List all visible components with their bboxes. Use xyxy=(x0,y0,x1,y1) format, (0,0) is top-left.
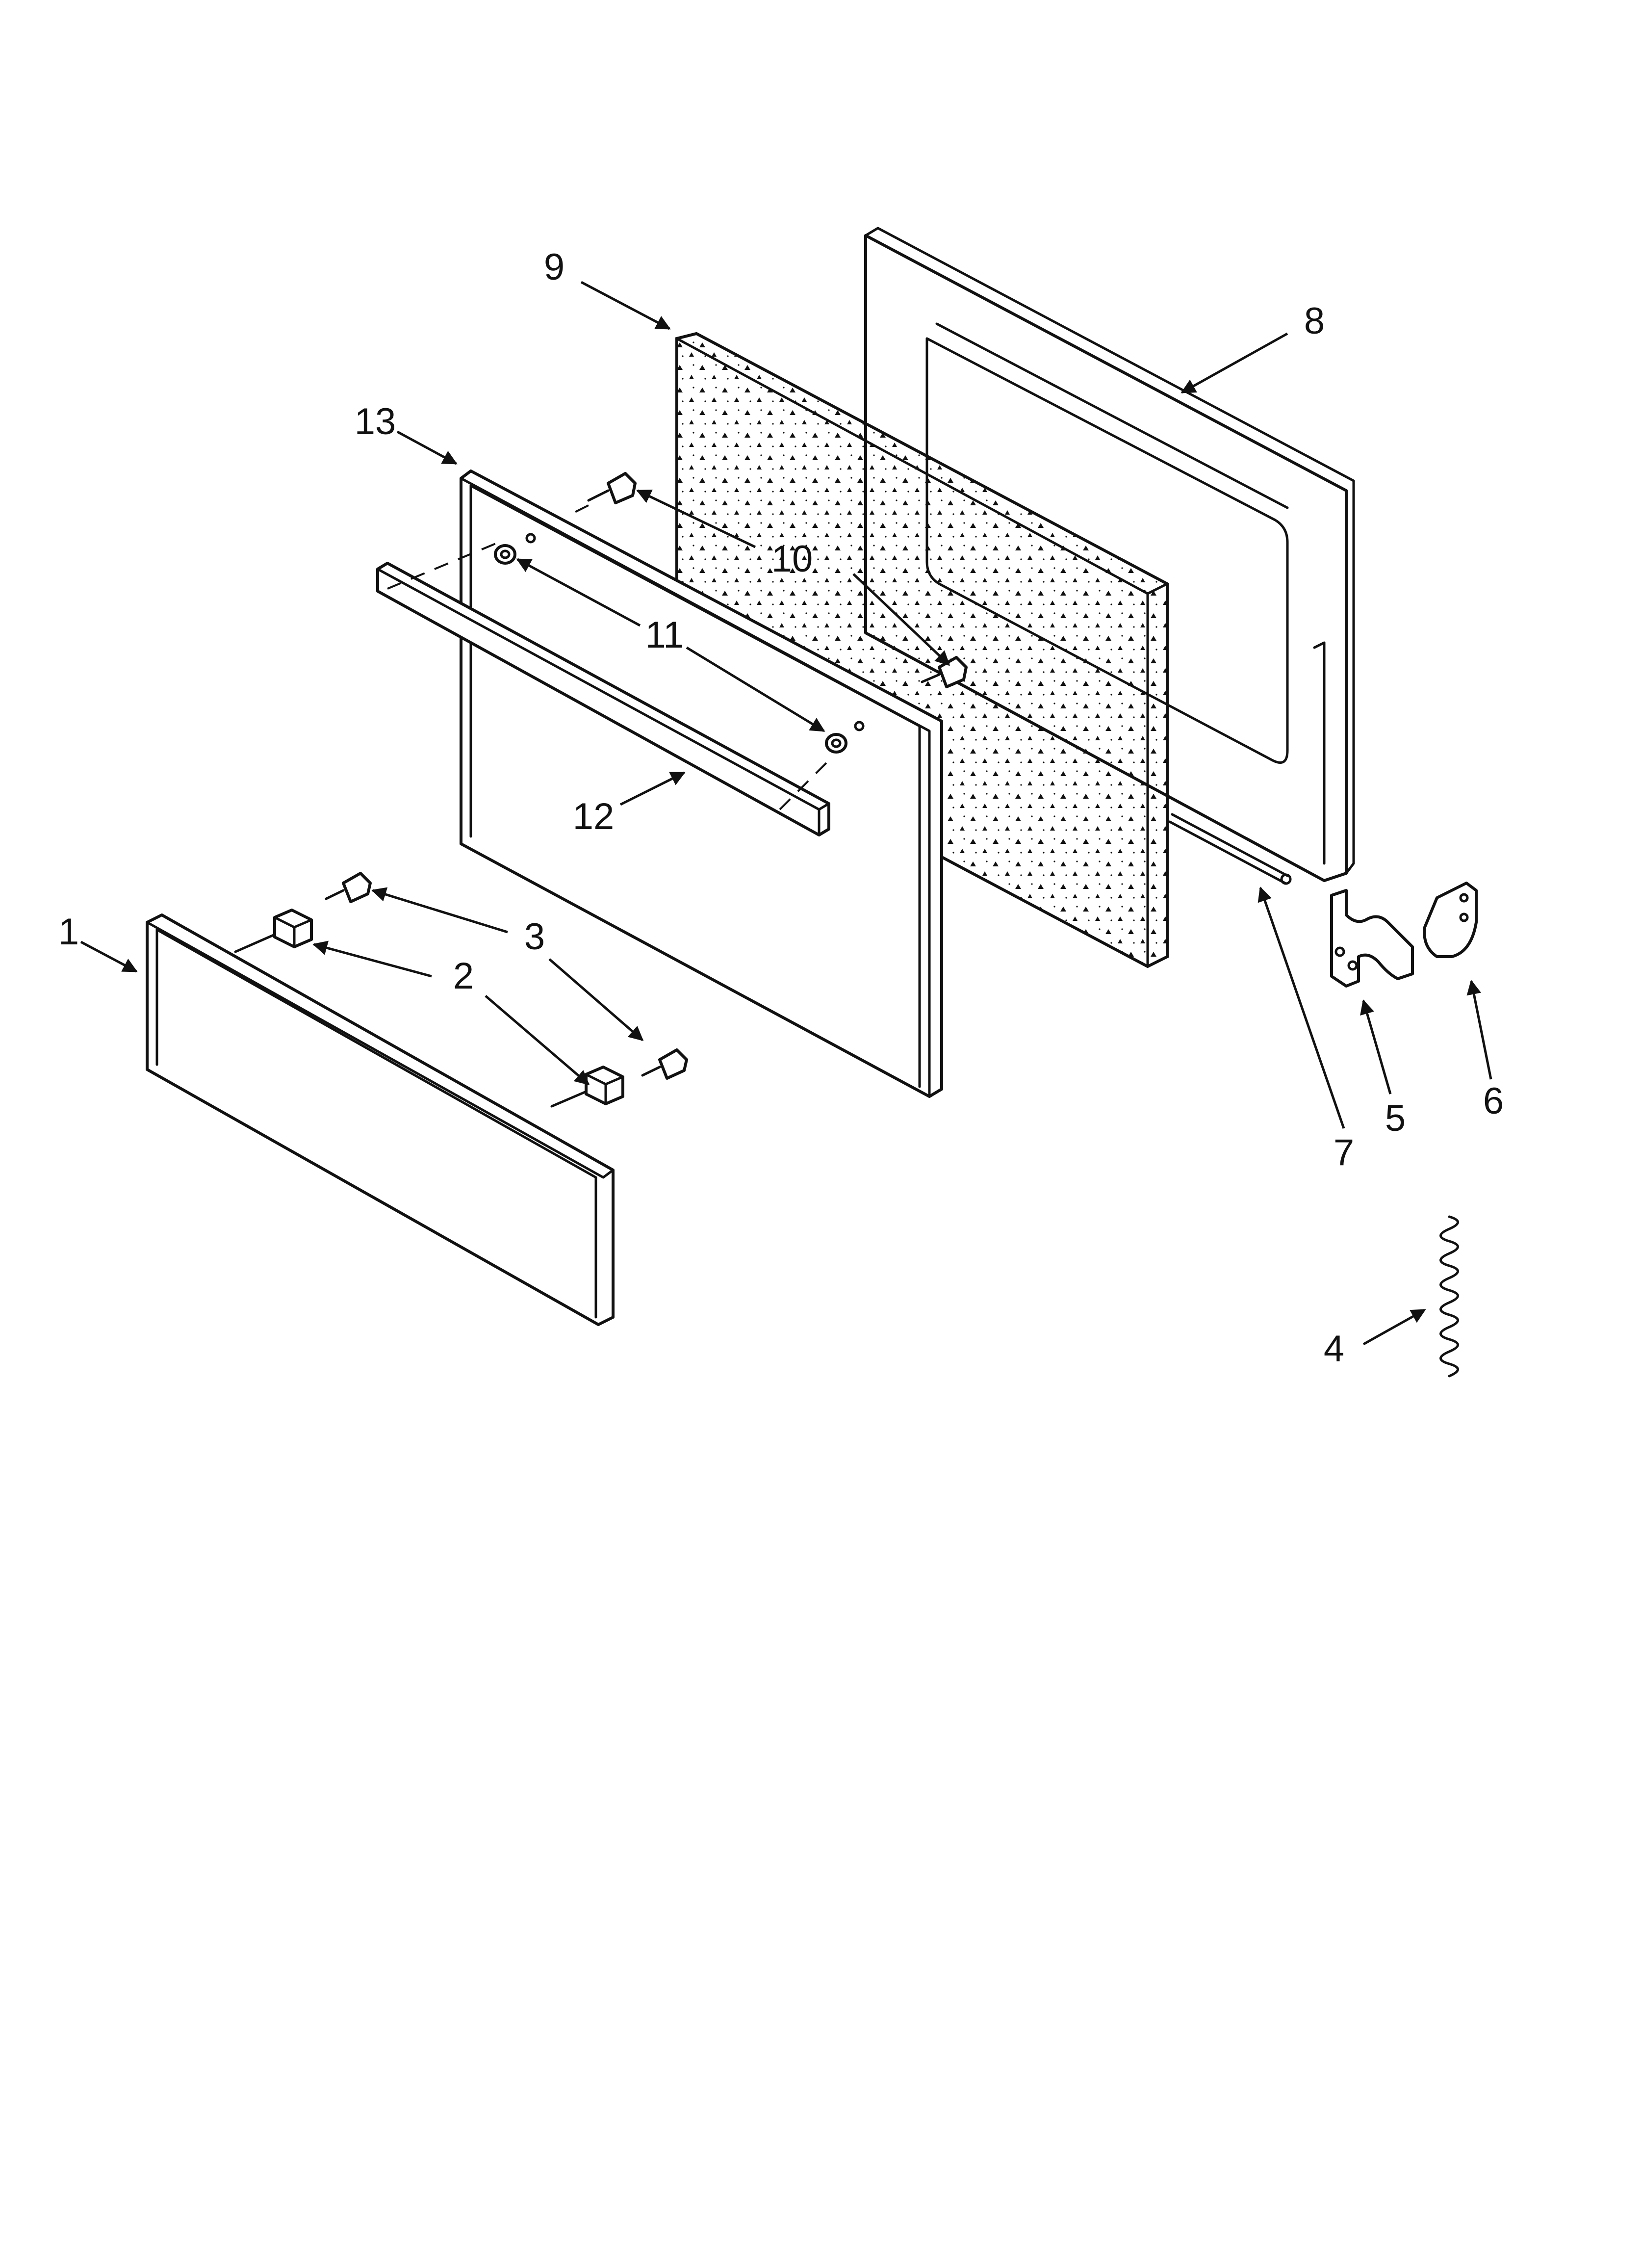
leader-lines xyxy=(80,281,1492,1346)
spacer-part-11 xyxy=(494,544,847,754)
spring-part-4 xyxy=(1439,1215,1459,1378)
callout-4: 4 xyxy=(1324,1328,1344,1370)
clip-part-2 xyxy=(234,909,624,1108)
door-panel-part-13 xyxy=(460,469,943,1098)
callout-7: 7 xyxy=(1334,1132,1354,1173)
callout-6: 6 xyxy=(1483,1080,1504,1122)
callout-13: 13 xyxy=(355,401,396,443)
callout-5: 5 xyxy=(1385,1097,1406,1139)
callout-labels: 1 2 3 4 5 6 7 8 9 10 11 12 13 xyxy=(58,246,1504,1370)
screw-part-3 xyxy=(325,872,688,1080)
callout-11: 11 xyxy=(645,614,684,656)
hinge-part-5 xyxy=(1330,889,1414,988)
rod-part-7 xyxy=(1168,813,1292,885)
callout-10: 10 xyxy=(771,538,813,580)
callout-9: 9 xyxy=(544,246,564,288)
callout-1: 1 xyxy=(58,911,79,953)
callout-3: 3 xyxy=(524,916,545,958)
receptacle-part-6 xyxy=(1423,882,1478,958)
drawer-panel-part-1 xyxy=(146,913,615,1326)
handle-bar-part-12 xyxy=(376,539,835,836)
callout-8: 8 xyxy=(1304,300,1325,342)
callout-2: 2 xyxy=(453,955,474,997)
callout-12: 12 xyxy=(573,796,615,837)
